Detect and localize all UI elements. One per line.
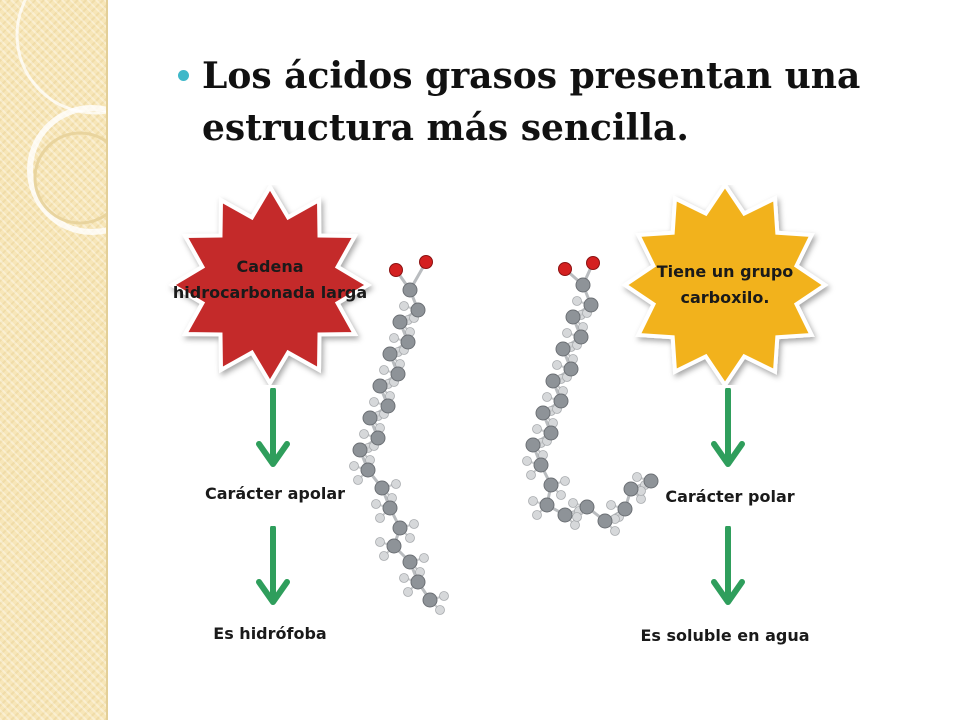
arrow-down-icon [256, 388, 290, 467]
arrow-down-icon [256, 526, 290, 605]
left-burst-label: Cadena hidrocarbonada larga [172, 257, 368, 302]
left-starburst-shape [168, 185, 372, 385]
arrow-down-icon [711, 388, 745, 467]
left-step1-label: Carácter apolar [204, 484, 346, 503]
bullet-dot-icon [178, 70, 189, 81]
arrow-down-icon [711, 526, 745, 605]
left-step2-label: Es hidrófoba [213, 624, 327, 643]
decorative-circles [15, 0, 106, 235]
right-step2-label: Es soluble en agua [640, 626, 810, 645]
slide-title: Los ácidos grasos presentan una estructu… [178, 50, 918, 154]
right-burst-label: Tiene un grupo carboxilo. [656, 262, 794, 307]
right-step1-label: Carácter polar [665, 487, 795, 506]
saturated-fatty-acid-molecule [349, 255, 449, 615]
decorative-side-strip [0, 0, 108, 720]
unsaturated-fatty-acid-molecule [522, 256, 659, 536]
right-starburst-shape [621, 185, 829, 385]
slide-title-text: Los ácidos grasos presentan una estructu… [202, 55, 861, 149]
